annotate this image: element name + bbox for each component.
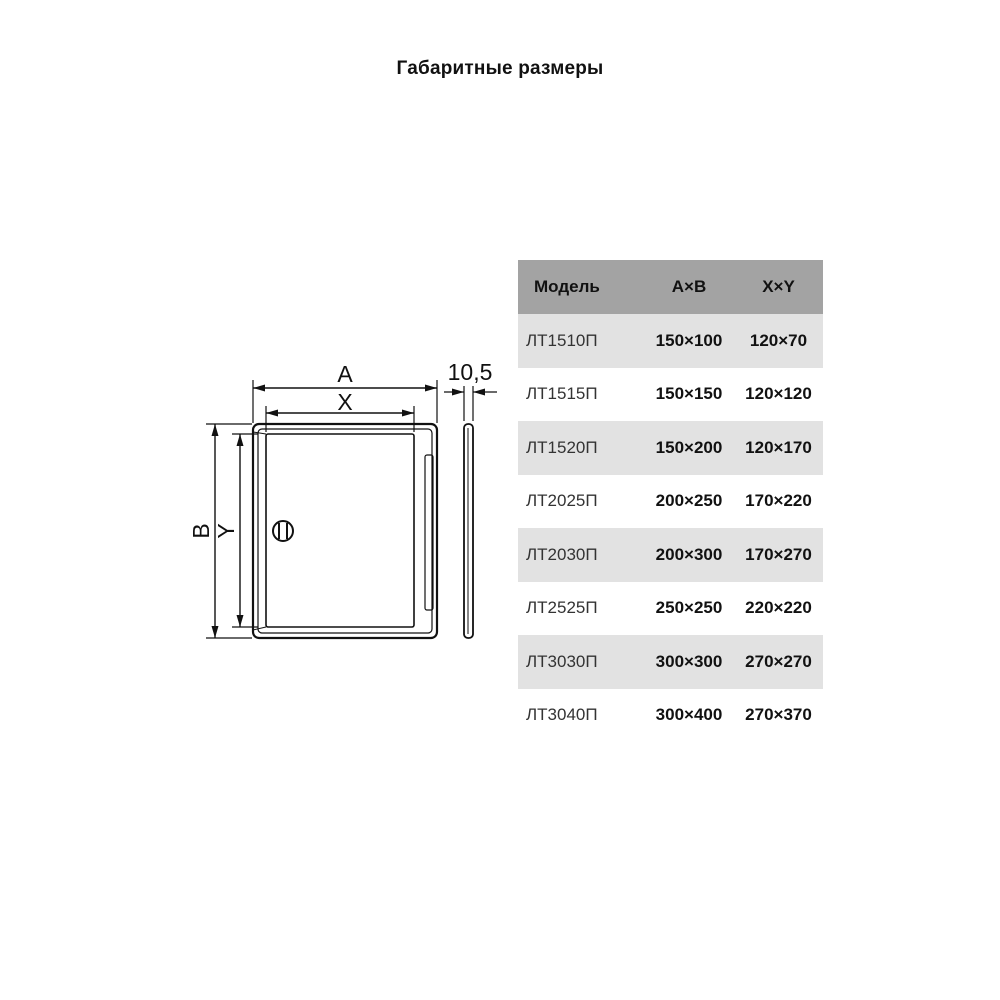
cell-model: ЛТ2025П xyxy=(526,491,598,511)
cell-xy: 120×120 xyxy=(745,384,812,404)
label-x: X xyxy=(337,389,352,415)
cell-ab: 150×150 xyxy=(655,384,723,404)
lock-icon xyxy=(272,520,294,542)
hatch-front-view xyxy=(251,422,439,640)
dimensions-table: Модель A×B X×Y ЛТ1510П 150×100 120×70 ЛТ… xyxy=(518,260,823,742)
table-row: ЛТ3040П 300×400 270×370 xyxy=(518,689,823,743)
thickness-label: 10,5 xyxy=(448,359,493,385)
cell-ab: 200×300 xyxy=(644,528,734,582)
cell-xy: 220×220 xyxy=(745,598,812,618)
table-row: ЛТ3030П 300×300 270×270 xyxy=(518,635,823,689)
cell-xy: 120×170 xyxy=(734,421,823,475)
cell-xy: 170×270 xyxy=(734,528,823,582)
header-xy: X×Y xyxy=(734,260,823,314)
label-a: A xyxy=(337,361,353,387)
label-b: B xyxy=(188,523,214,538)
table-row: ЛТ2525П 250×250 220×220 xyxy=(518,582,823,636)
table-row: ЛТ2025П 200×250 170×220 xyxy=(518,475,823,529)
cell-ab: 150×200 xyxy=(644,421,734,475)
hatch-side-view xyxy=(463,423,474,639)
cell-xy: 270×370 xyxy=(745,705,812,725)
table-row: ЛТ2030П 200×300 170×270 xyxy=(518,528,823,582)
cell-xy: 270×270 xyxy=(734,635,823,689)
cell-xy: 170×220 xyxy=(745,491,812,511)
cell-model: ЛТ3040П xyxy=(526,705,598,725)
table-row: ЛТ1515П 150×150 120×120 xyxy=(518,368,823,422)
header-model: Модель xyxy=(518,260,644,314)
cell-ab: 200×250 xyxy=(655,491,723,511)
table-header-row: Модель A×B X×Y xyxy=(518,260,823,314)
table-row: ЛТ1510П 150×100 120×70 xyxy=(518,314,823,368)
cell-model: ЛТ1510П xyxy=(518,314,644,368)
cell-ab: 300×400 xyxy=(655,705,723,725)
header-ab: A×B xyxy=(644,260,734,314)
cell-model: ЛТ1520П xyxy=(518,421,644,475)
cell-model: ЛТ2030П xyxy=(518,528,644,582)
label-y: Y xyxy=(213,523,239,538)
cell-ab: 150×100 xyxy=(644,314,734,368)
cell-model: ЛТ3030П xyxy=(518,635,644,689)
cell-ab: 300×300 xyxy=(644,635,734,689)
cell-xy: 120×70 xyxy=(734,314,823,368)
cell-ab: 250×250 xyxy=(655,598,723,618)
cell-model: ЛТ1515П xyxy=(526,384,598,404)
thickness-dimension xyxy=(444,386,497,421)
page-title: Габаритные размеры xyxy=(396,58,604,79)
cell-model: ЛТ2525П xyxy=(526,598,598,618)
table-row: ЛТ1520П 150×200 120×170 xyxy=(518,421,823,475)
